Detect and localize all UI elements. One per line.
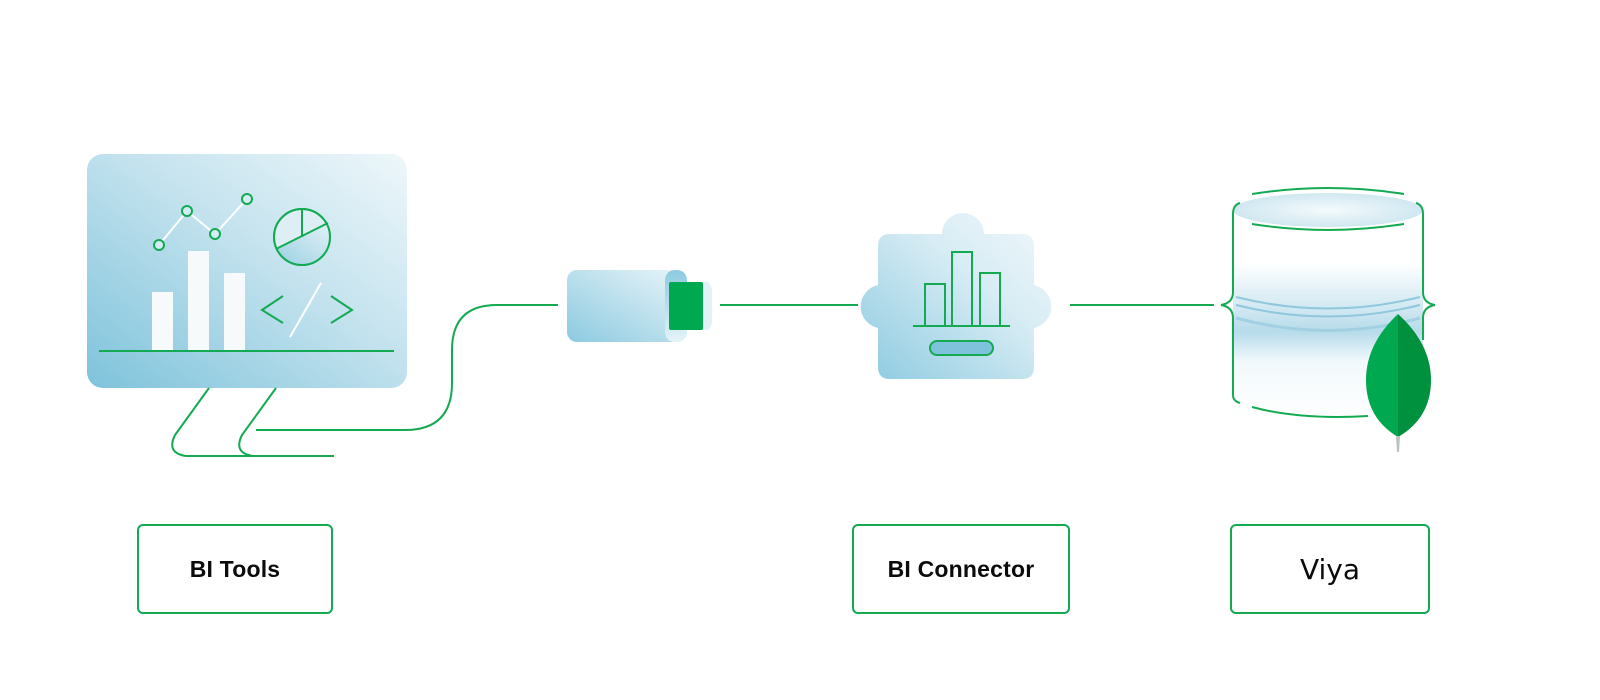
puzzle-bar-chart [913,251,1010,327]
monitor-screen [87,154,407,388]
label-bi-connector-text: BI Connector [887,555,1035,582]
monitor-bar-1 [152,292,173,351]
cylinder-top [1233,193,1423,227]
cable-line [256,304,558,431]
monitor-dashboard-icon [87,154,407,457]
brace-right [1415,202,1436,340]
mongodb-leaf-icon [1366,314,1431,452]
puzzle-pill [929,340,994,356]
monitor-stand-left [171,387,267,457]
label-bi-tools-text: BI Tools [189,555,281,582]
label-bi-tools: BI Tools [137,524,333,614]
brace-left [1220,202,1241,404]
pie-chart-icon [273,208,332,266]
plug-body [567,270,687,342]
monitor-line-points [153,193,253,251]
label-viya-text: Viya [1299,552,1361,586]
label-bi-connector: BI Connector [852,524,1070,614]
monitor-stand-right [238,387,334,457]
puzzle-piece-chart-icon [860,213,1052,379]
monitor-bar-3 [224,273,245,351]
monitor-bar-2 [188,251,209,351]
monitor-line-chart [158,198,248,246]
plug-connector-icon [567,270,712,342]
code-brackets-icon [260,282,354,338]
plug-tip [669,282,703,330]
plug-tip-edge [703,282,712,330]
puzzle-shape [860,213,1052,379]
label-viya: Viya [1230,524,1430,614]
